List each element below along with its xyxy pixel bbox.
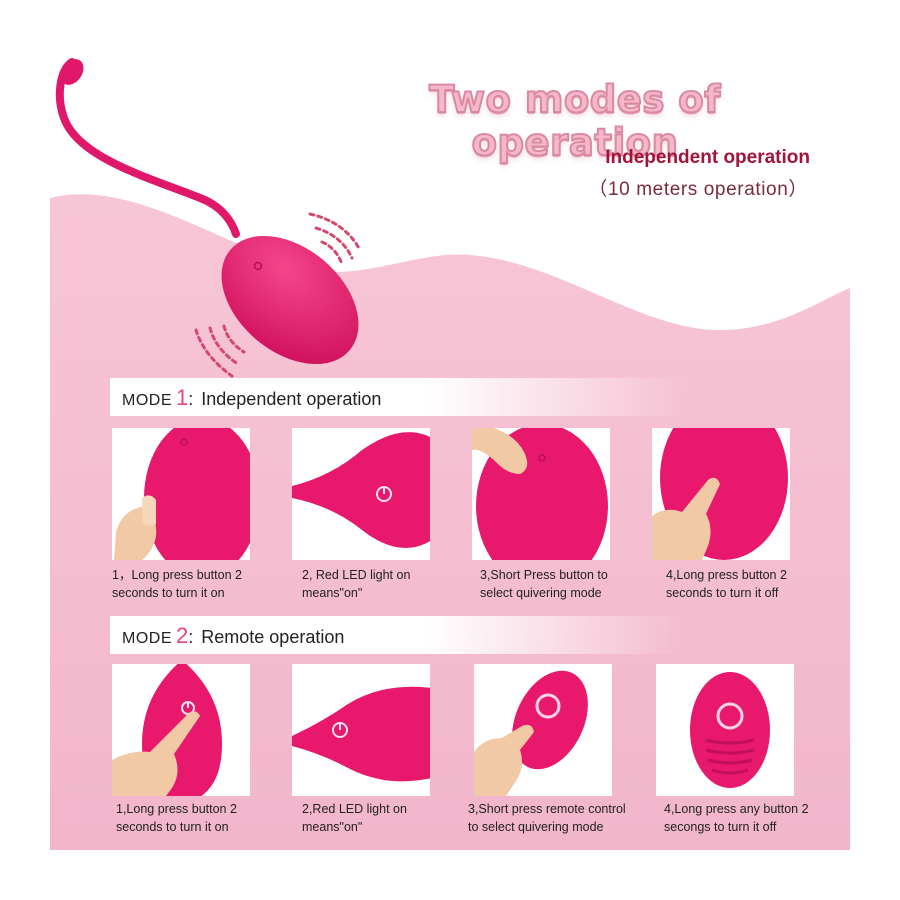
mode-label: Independent operation xyxy=(201,389,382,409)
step-photo-1-4 xyxy=(652,428,790,560)
mode-colon: : xyxy=(188,627,194,647)
step-photo-2-3 xyxy=(474,664,612,796)
mode-word: MODE xyxy=(122,392,172,409)
step-photo-1-1 xyxy=(112,428,250,560)
step-photo-1-2 xyxy=(292,428,430,560)
remote-button-icon xyxy=(716,702,744,730)
step-caption-1-3: 3,Short Press button to select quivering… xyxy=(480,568,608,600)
step-caption-1-2: 2, Red LED light on means"on" xyxy=(302,568,411,600)
mode-number: 1 xyxy=(176,385,189,410)
power-icon xyxy=(538,454,546,462)
pink-wave-background xyxy=(50,194,850,851)
vibration-marks xyxy=(194,212,362,378)
mode-word: MODE xyxy=(122,630,172,647)
step-caption-2-3: 3,Short press remote control to select q… xyxy=(468,802,626,834)
remote-button-icon xyxy=(535,693,561,719)
step-caption-1-1: 1，Long press button 2 seconds to turn it… xyxy=(112,568,242,600)
step-caption-1-4: 4,Long press button 2 seconds to turn it… xyxy=(666,568,787,600)
power-icon xyxy=(180,438,188,446)
step-photo-2-1 xyxy=(112,664,250,796)
step-photo-1-3 xyxy=(472,428,610,560)
subtitle-independent: Independent operation xyxy=(605,147,810,168)
egg-vibrator-illustration xyxy=(55,58,359,365)
mode-number: 2 xyxy=(176,623,189,648)
mode-label: Remote operation xyxy=(201,627,345,647)
step-caption-2-4: 4,Long press any button 2 secongs to tur… xyxy=(664,802,809,834)
subtitle-range: （10 meters operation） xyxy=(588,179,808,200)
step-caption-2-2: 2,Red LED light on means"on" xyxy=(302,802,407,834)
page-title: Two modes of operation xyxy=(428,77,721,165)
step-photo-2-4 xyxy=(656,664,794,796)
step-photo-2-2 xyxy=(292,664,430,796)
mode-colon: : xyxy=(188,389,194,409)
step-caption-2-1: 1,Long press button 2 seconds to turn it… xyxy=(116,802,237,834)
